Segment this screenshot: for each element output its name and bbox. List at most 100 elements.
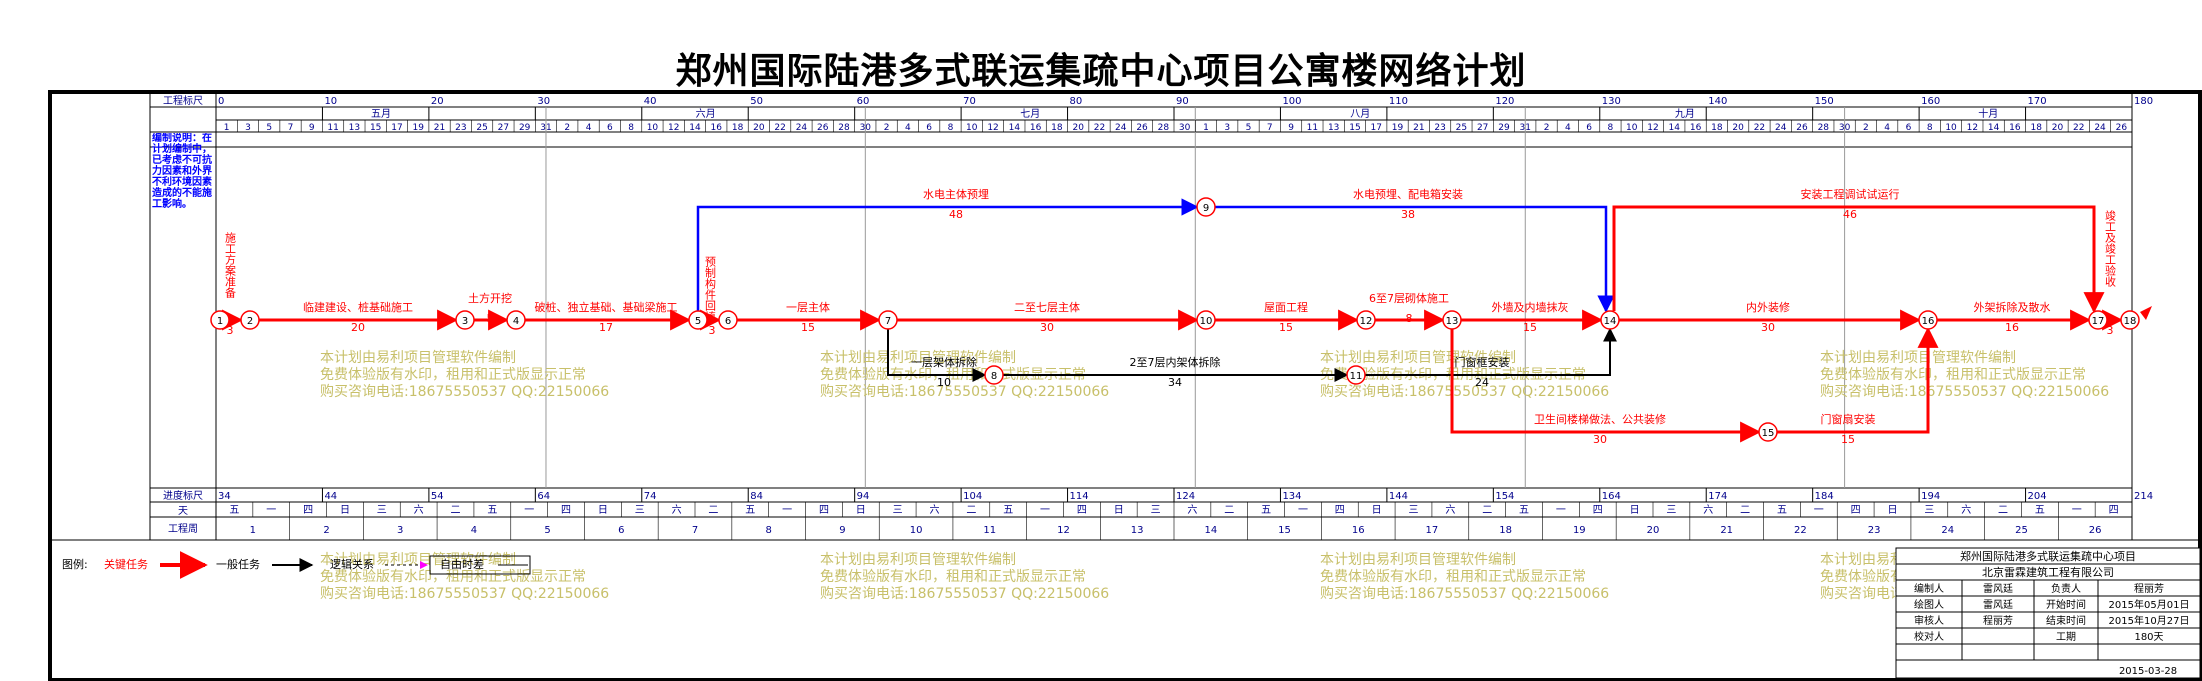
weekday-label: 五 [1519, 505, 1529, 516]
progress-tick-label: 124 [1176, 491, 1195, 502]
watermark-text: 本计划由易利项目管理软件编制 [820, 350, 1016, 366]
week-number: 19 [1573, 525, 1586, 536]
day-number: 15 [1349, 123, 1360, 133]
node-number: 13 [1446, 316, 1459, 327]
activity-name: 门窗框安装 [1455, 355, 1510, 369]
week-number: 25 [2015, 525, 2028, 536]
edge-layer [222, 198, 2152, 443]
activity-duration: 15 [1279, 321, 1293, 334]
activity-duration: 15 [1523, 321, 1537, 334]
weekday-label: 日 [1630, 505, 1640, 516]
day-number: 12 [987, 123, 998, 133]
info-date: 2015-03-28 [2119, 666, 2177, 677]
weekday-label: 五 [745, 505, 755, 516]
activity-name: 一层主体 [786, 300, 830, 314]
watermark-text: 本计划由易利项目管理软件编制 [1320, 350, 1516, 366]
watermark-text: 免费体验版有水印，租用和正式版显示正常 [320, 367, 586, 383]
weekday-label: 日 [1372, 505, 1382, 516]
top-tick-label: 20 [431, 96, 444, 107]
node-circle [2120, 310, 2140, 330]
day-number: 11 [1307, 123, 1318, 133]
activity-name: 屋面工程 [1264, 301, 1308, 314]
progress-tick-label: 194 [1921, 491, 1940, 502]
day-number: 20 [753, 123, 765, 133]
activity-duration: 17 [599, 321, 613, 334]
day-number: 10 [966, 123, 978, 133]
top-tick-label: 10 [324, 96, 337, 107]
day-number: 5 [1246, 123, 1252, 133]
activity-duration: 20 [351, 321, 365, 334]
top-tick-label: 170 [2028, 96, 2047, 107]
month-label: 十月 [1978, 107, 1998, 120]
day-number: 6 [1906, 123, 1912, 133]
node-number: 12 [1360, 316, 1373, 327]
weekday-label: 一 [1556, 505, 1566, 516]
vertical-grid [215, 107, 2133, 540]
activity-duration: 46 [1843, 208, 1857, 221]
week-number: 3 [397, 525, 403, 536]
day-number: 23 [1434, 123, 1445, 133]
info-cell: 编制人 [1914, 582, 1944, 595]
day-number: 28 [1158, 123, 1170, 133]
day-number: 26 [2116, 123, 2128, 133]
node-circle [718, 310, 738, 330]
day-number: 11 [327, 123, 338, 133]
activity-name: 卫生间楼梯做法、公共装修 [1534, 412, 1666, 426]
day-number: 22 [1754, 123, 1765, 133]
scale-label: 工程标尺 [163, 95, 203, 107]
scale-grid [50, 92, 2200, 541]
weekday-label: 三 [1666, 505, 1676, 516]
node-number: 6 [725, 316, 731, 327]
node-number: 11 [1350, 371, 1363, 382]
week-number: 9 [839, 525, 845, 536]
day-number: 8 [948, 123, 954, 133]
activity-name: 水电预埋、配电箱安装 [1353, 187, 1463, 201]
progress-tick-label: 154 [1495, 491, 1514, 502]
activity-label-layer: 临建建设、桩基础施工20土方开挖5破桩、独立基础、基础梁施工17一层主体15二至… [224, 187, 2117, 446]
weekday-label: 三 [893, 505, 903, 516]
network-node: 14 [1600, 310, 1620, 330]
week-number: 15 [1278, 525, 1291, 536]
network-node: 12 [1356, 310, 1376, 330]
activity-name: 门窗扇安装 [1821, 412, 1876, 426]
weekday-label: 三 [1409, 505, 1419, 516]
legend-normal-label: 一般任务 [216, 558, 260, 571]
day-number: 24 [1115, 123, 1127, 133]
weekday-label: 一 [1814, 505, 1824, 516]
weekday-label: 二 [966, 505, 976, 516]
weekday-label: 三 [377, 505, 387, 516]
day-number: 2 [1863, 123, 1869, 133]
activity-duration: 30 [1761, 321, 1775, 334]
day-number: 21 [434, 123, 445, 133]
progress-tick-label: 84 [750, 491, 763, 502]
node-circle [2088, 310, 2108, 330]
node-circle [240, 310, 260, 330]
progress-tick-label: 164 [1602, 491, 1621, 502]
week-number: 2 [323, 525, 329, 536]
weekday-label: 四 [1077, 505, 1087, 516]
weekday-label: 一 [266, 505, 276, 516]
node-number: 17 [2092, 316, 2105, 327]
weekday-label: 五 [229, 505, 239, 516]
node-circle [1356, 310, 1376, 330]
day-number: 6 [926, 123, 932, 133]
weekday-label: 一 [1298, 505, 1308, 516]
day-number: 22 [2073, 123, 2084, 133]
month-label: 八月 [1350, 108, 1370, 120]
network-node: 10 [1196, 310, 1216, 330]
day-number: 24 [2094, 123, 2106, 133]
day-number: 31 [1520, 123, 1531, 133]
progress-tick-label: 54 [431, 491, 444, 502]
watermark-text: 购买咨询电话:18675550537 QQ:22150066 [820, 586, 1109, 602]
plan-note: 编制说明：在计划编制中，已考虑不可抗力因素和外界不利环境因素造成的不能施工影响。 [152, 133, 212, 210]
day-number: 4 [586, 123, 592, 133]
weekday-label: 六 [1703, 504, 1713, 516]
top-tick-label: 130 [1602, 96, 1621, 107]
legend-free-float-box [429, 555, 531, 575]
progress-tick-label: 34 [218, 491, 231, 502]
watermark-text: 购买咨询电话:18675550537 QQ:22150066 [1820, 384, 2109, 400]
month-label: 九月 [1675, 108, 1695, 120]
